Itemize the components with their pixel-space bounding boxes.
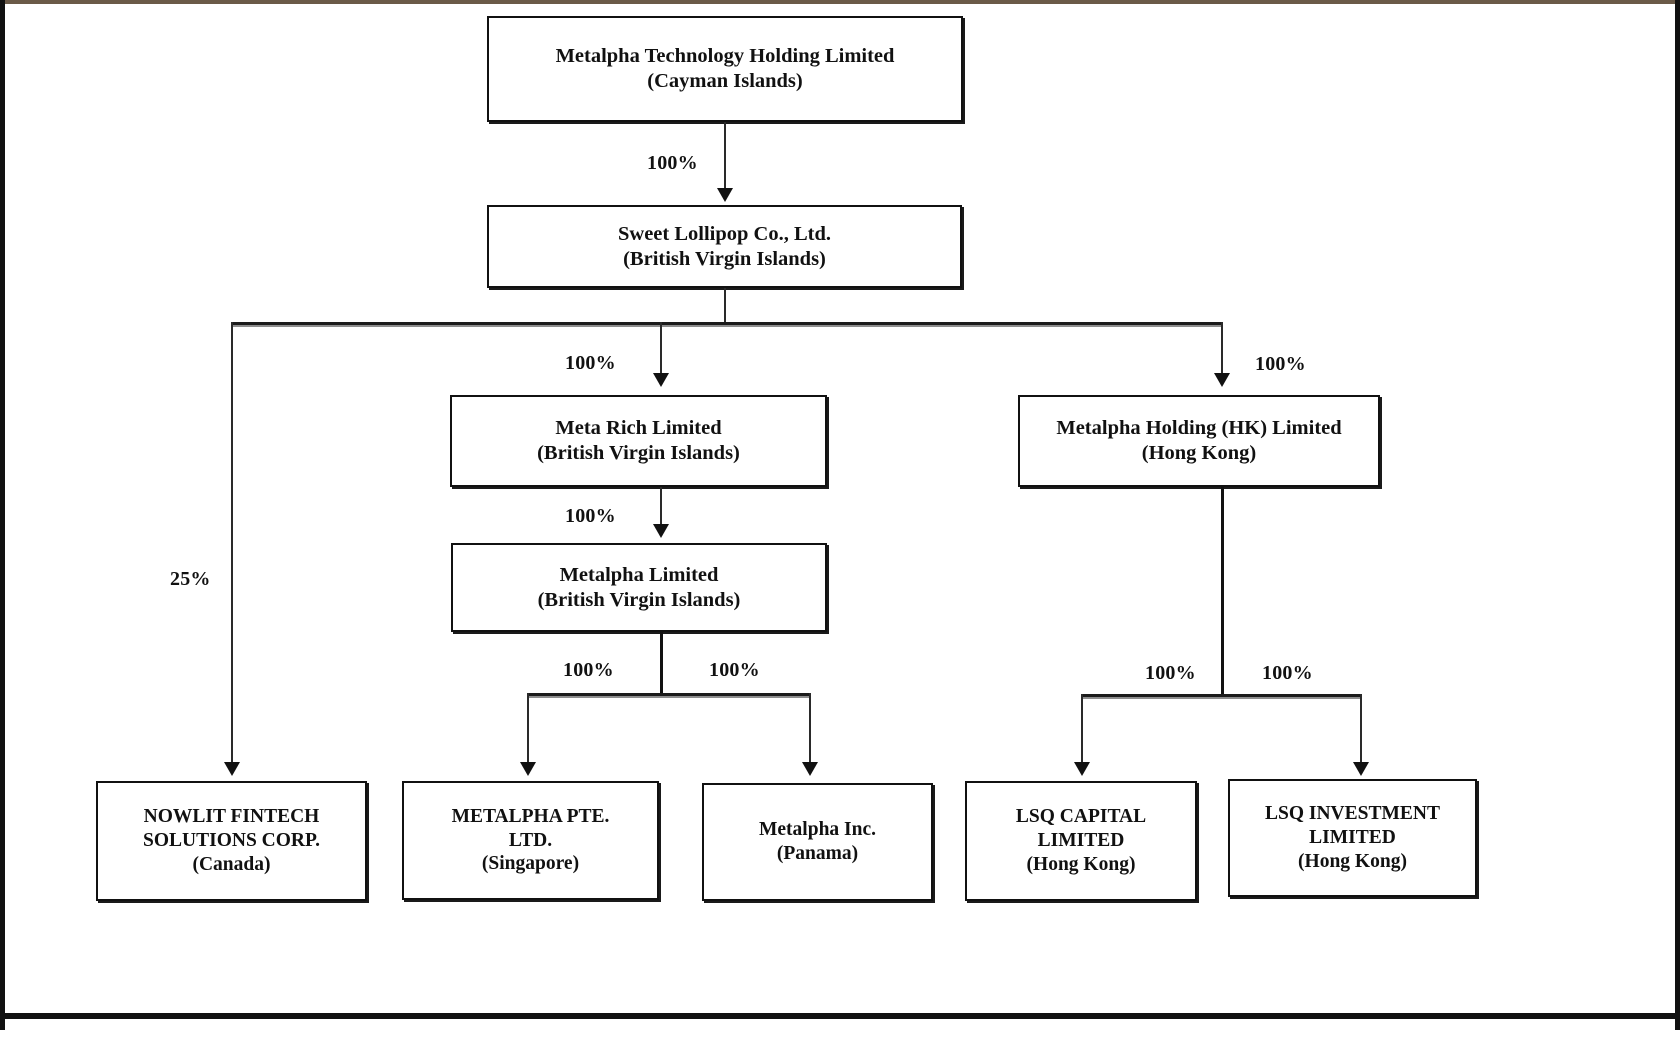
- page-frame-top: [0, 0, 1680, 4]
- node-lsq-capital-limited[interactable]: LSQ CAPITAL LIMITED (Hong Kong): [965, 781, 1197, 901]
- node-name: LSQ INVESTMENT LIMITED: [1264, 803, 1440, 849]
- node-name: Sweet Lollipop Co., Ltd.: [618, 222, 831, 245]
- edge-metalpha-inc-arrow: [802, 762, 818, 776]
- edge-metalpha-pte-line: [527, 693, 529, 764]
- edge-sweet-hkhold-arrow: [1214, 373, 1230, 387]
- edge-hkhold-lsqcap-line: [1081, 694, 1083, 764]
- edge-label-metalpha-pte: 100%: [563, 659, 614, 681]
- edge-parent-sweet-line: [724, 122, 726, 190]
- edge-hkhold-lsqinv-arrow: [1353, 762, 1369, 776]
- edge-parent-sweet-arrow: [717, 188, 733, 202]
- page-frame-right: [1675, 0, 1680, 1030]
- edge-label-sweet-nowlit: 25%: [170, 568, 211, 590]
- edge-label-hkhold-lsqcap: 100%: [1145, 662, 1196, 684]
- node-name: Metalpha Limited: [559, 563, 719, 586]
- node-jurisdiction: (Hong Kong): [1141, 442, 1257, 464]
- edge-label-metalpha-inc: 100%: [709, 659, 760, 681]
- node-name: Metalpha Holding (HK) Limited: [1056, 417, 1342, 439]
- node-nowlit-fintech-solutions[interactable]: NOWLIT FINTECH SOLUTIONS CORP. (Canada): [96, 781, 367, 901]
- edge-label-metarich-metalpha: 100%: [565, 505, 616, 527]
- edge-hkhold-lsqcap-arrow: [1074, 762, 1090, 776]
- edge-metarich-metalpha-line: [660, 487, 662, 527]
- edge-hkhold-lsqinv-line: [1360, 694, 1362, 764]
- node-meta-rich-limited[interactable]: Meta Rich Limited (British Virgin Island…: [450, 395, 827, 487]
- edge-metalpha-inc-line: [809, 693, 811, 764]
- page-frame-bottom: [0, 1013, 1680, 1019]
- node-jurisdiction: (British Virgin Islands): [537, 442, 740, 464]
- metalpha-bus-stem: [660, 632, 663, 695]
- node-jurisdiction: (Singapore): [481, 853, 580, 875]
- node-sweet-lollipop[interactable]: Sweet Lollipop Co., Ltd. (British Virgin…: [487, 205, 962, 288]
- edge-sweet-metarich-arrow: [653, 373, 669, 387]
- node-name: Metalpha Technology Holding Limited: [555, 45, 895, 67]
- edge-metarich-metalpha-arrow: [653, 524, 669, 538]
- node-metalpha-technology-holding[interactable]: Metalpha Technology Holding Limited (Cay…: [487, 16, 963, 122]
- hkhold-distribution-bus: [1081, 694, 1362, 697]
- edge-metalpha-pte-arrow: [520, 762, 536, 776]
- node-jurisdiction: (British Virgin Islands): [623, 247, 826, 270]
- edge-sweet-hkhold-line: [1221, 322, 1223, 375]
- node-name: NOWLIT FINTECH SOLUTIONS CORP.: [143, 806, 320, 852]
- edge-sweet-nowlit-line: [231, 322, 233, 764]
- edge-label-hkhold-lsqinv: 100%: [1262, 662, 1313, 684]
- node-metalpha-inc[interactable]: Metalpha Inc. (Panama): [702, 783, 933, 901]
- node-jurisdiction: (Hong Kong): [1026, 853, 1136, 875]
- sweet-distribution-bus: [231, 322, 1222, 325]
- node-name: Metalpha Inc.: [759, 819, 876, 841]
- sweet-bus-stem: [724, 288, 726, 324]
- page-frame-left: [0, 0, 5, 1030]
- node-metalpha-limited[interactable]: Metalpha Limited (British Virgin Islands…: [451, 543, 827, 632]
- node-jurisdiction: (Cayman Islands): [647, 70, 803, 92]
- node-name: LSQ CAPITAL LIMITED: [1015, 806, 1147, 852]
- node-metalpha-pte-ltd[interactable]: METALPHA PTE. LTD. (Singapore): [402, 781, 659, 900]
- node-jurisdiction: (Hong Kong): [1298, 850, 1407, 872]
- node-jurisdiction: (Panama): [776, 843, 859, 864]
- node-lsq-investment-limited[interactable]: LSQ INVESTMENT LIMITED (Hong Kong): [1228, 779, 1477, 897]
- edge-sweet-nowlit-arrow: [224, 762, 240, 776]
- edge-sweet-metarich-line: [660, 322, 662, 375]
- node-name: METALPHA PTE. LTD.: [451, 805, 610, 851]
- node-jurisdiction: (British Virgin Islands): [537, 588, 741, 611]
- edge-label-sweet-hkhold: 100%: [1255, 353, 1306, 375]
- node-name: Meta Rich Limited: [555, 417, 722, 439]
- node-metalpha-holding-hk[interactable]: Metalpha Holding (HK) Limited (Hong Kong…: [1018, 395, 1380, 487]
- node-jurisdiction: (Canada): [192, 853, 271, 875]
- edge-label-sweet-metarich: 100%: [565, 352, 616, 374]
- hkhold-bus-stem: [1221, 487, 1224, 696]
- metalpha-distribution-bus: [527, 693, 810, 696]
- edge-label-parent-sweet: 100%: [647, 152, 698, 174]
